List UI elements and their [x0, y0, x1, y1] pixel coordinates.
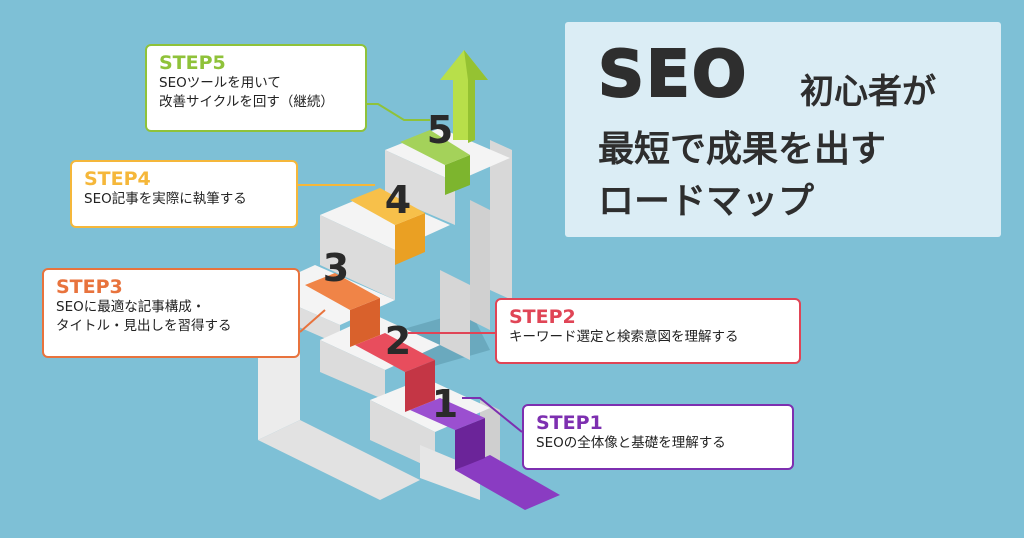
stair-riser [420, 445, 480, 500]
carpet-step1 [455, 455, 560, 510]
carpet-step4 [350, 188, 425, 225]
step2-desc-line1: キーワード選定と検索意図を理解する [509, 329, 739, 345]
step5-label: STEP5 [159, 52, 226, 74]
carpet-step5 [445, 155, 470, 195]
stair-riser [320, 340, 385, 400]
carpet-step1 [410, 398, 485, 430]
step3-card: STEP3 SEOに最適な記事構成・ タイトル・見出しを習得する [42, 268, 300, 358]
title-seo: SEO [597, 38, 749, 112]
carpet-step5 [400, 130, 470, 165]
step5-desc-line2: 改善サイクルを回す（継続） [159, 94, 334, 110]
step3-desc-line2: タイトル・見出しを習得する [56, 318, 232, 334]
arrow-up-shade [464, 50, 488, 143]
step2-label: STEP2 [509, 306, 576, 328]
step-number-2: 2 [385, 319, 411, 363]
step1-desc-line1: SEOの全体像と基礎を理解する [536, 435, 726, 451]
title-panel [565, 22, 1001, 237]
stair-riser [370, 400, 435, 470]
step-number-1: 1 [432, 382, 458, 426]
carpet-step1 [455, 418, 485, 470]
carpet-step2 [355, 333, 435, 372]
stair-side-right [470, 200, 490, 330]
step-number-3: 3 [323, 246, 349, 290]
title-line2: 最短で成果を出す [598, 129, 887, 170]
step2-card: STEP2 キーワード選定と検索意図を理解する [495, 298, 801, 364]
step4-card: STEP4 SEO記事を実際に執筆する [70, 160, 298, 228]
title-line3: ロードマップ [598, 181, 815, 222]
step3-desc-line1: SEOに最適な記事構成・ [56, 299, 206, 315]
step-number-4: 4 [385, 178, 411, 222]
leader-line-step5 [366, 103, 430, 121]
step5-desc-line1: SEOツールを用いて [159, 75, 281, 91]
step4-label: STEP4 [84, 168, 151, 190]
step-number-5: 5 [427, 108, 453, 152]
step5-card: STEP5 SEOツールを用いて 改善サイクルを回す（継続） [145, 44, 367, 132]
step4-desc-line1: SEO記事を実際に執筆する [84, 191, 247, 207]
carpet-step3 [305, 273, 380, 310]
stair-riser [320, 215, 395, 300]
leader-line-step3 [299, 309, 326, 333]
step3-label: STEP3 [56, 276, 123, 298]
leader-line-step1 [462, 397, 523, 433]
stair-side-right [490, 140, 512, 300]
step1-card: STEP1 SEOの全体像と基礎を理解する [522, 404, 794, 470]
stair-body [258, 420, 420, 500]
carpet-step2 [405, 360, 435, 412]
title-suffix: 初心者が [800, 72, 936, 112]
carpet-step3 [350, 298, 380, 347]
step1-label: STEP1 [536, 412, 603, 434]
carpet-step4 [395, 213, 425, 265]
stair-side-right [440, 270, 470, 360]
stair-riser [385, 150, 455, 225]
